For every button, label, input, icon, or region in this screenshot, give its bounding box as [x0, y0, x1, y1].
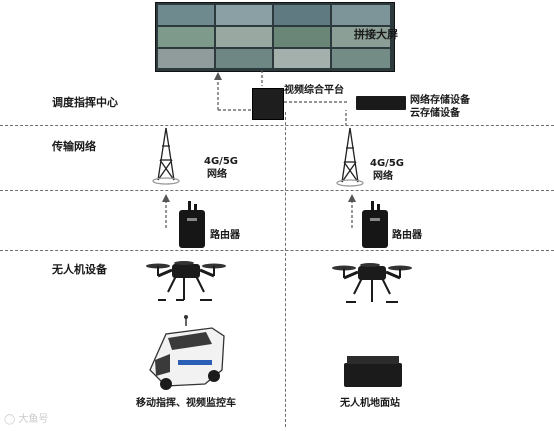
- video-tile: [274, 27, 330, 47]
- video-tile: [332, 27, 390, 47]
- storage-icon: [356, 96, 406, 110]
- video-tile: [216, 49, 272, 68]
- network-left-label-line1: 4G/5G: [204, 156, 238, 167]
- video-tile: [332, 49, 390, 68]
- tower-left-icon: [152, 127, 180, 185]
- video-tile: [158, 27, 214, 47]
- network-right-label-line1: 4G/5G: [370, 158, 404, 169]
- drone-left-icon: [146, 261, 226, 301]
- divider-vertical: [285, 112, 286, 427]
- video-tile: [158, 5, 214, 25]
- watermark: ◯ 大鱼号: [4, 410, 48, 425]
- arrowhead: [162, 194, 170, 202]
- storage-label-line2: 云存储设备: [410, 108, 460, 119]
- network-right-label-line2: 网络: [373, 171, 393, 182]
- vehicle-icon: [149, 315, 225, 390]
- video-tile: [274, 49, 330, 68]
- tower-right-icon: [336, 127, 364, 187]
- watermark-icon: ◯: [4, 414, 16, 425]
- arrowhead: [214, 72, 222, 80]
- server-icon: [252, 88, 284, 120]
- router-right-icon: [362, 201, 388, 248]
- tier-label-command-center: 调度指挥中心: [52, 96, 118, 109]
- router-left-label: 路由器: [210, 230, 240, 241]
- watermark-text: 大鱼号: [18, 414, 49, 425]
- ground-station-label: 无人机地面站: [340, 398, 400, 409]
- router-left-icon: [179, 201, 205, 248]
- divider: [0, 250, 554, 251]
- drone-right-icon: [332, 263, 412, 303]
- video-tile: [216, 27, 272, 47]
- video-platform-label: 视频综合平台: [284, 85, 344, 96]
- network-left-label-line2: 网络: [207, 169, 227, 180]
- tier-label-transmission: 传输网络: [52, 140, 96, 153]
- divider: [0, 125, 554, 126]
- video-wall-label: 拼接大屏: [354, 28, 398, 41]
- router-right-label: 路由器: [392, 230, 422, 241]
- vehicle-label: 移动指挥、视频监控车: [136, 398, 236, 409]
- arrowhead: [348, 194, 356, 202]
- video-tile: [216, 5, 272, 25]
- storage-label-line1: 网络存储设备: [410, 95, 470, 106]
- video-tile: [274, 5, 330, 25]
- tier-label-uav-devices: 无人机设备: [52, 263, 107, 276]
- divider: [0, 190, 554, 191]
- video-tile: [332, 5, 390, 25]
- video-tile: [158, 49, 214, 68]
- video-wall: [155, 2, 395, 72]
- ground-station-icon: [344, 356, 402, 387]
